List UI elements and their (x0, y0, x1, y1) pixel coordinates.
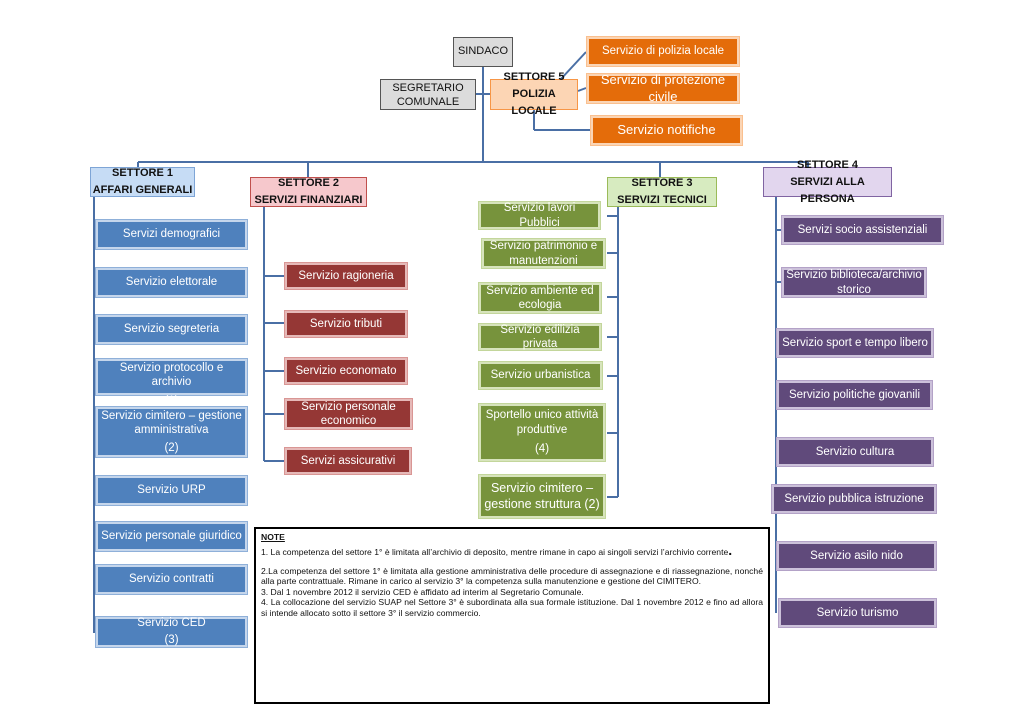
settore1-service: Servizio cimitero – gestione amministrat… (95, 406, 248, 458)
sindaco-label: SINDACO (457, 45, 509, 58)
settore1-service: Servizio segreteria (95, 314, 248, 345)
settore5-service: Servizio di protezione civile (586, 72, 740, 104)
service-label: Servizio urbanistica (490, 369, 591, 382)
settore4-service: Servizio asilo nido (776, 541, 937, 571)
settore3-service: Servizio patrimonio e manutenzioni (481, 238, 606, 269)
notes-box: NOTE 1. La competenza del settore 1° è l… (254, 527, 770, 704)
service-label: Servizio CED (137, 617, 206, 629)
settore4-label-line1: SETTORE 4 (797, 158, 858, 171)
settore2-label-line1: SETTORE 2 (278, 177, 339, 189)
settore3-service: Servizio ambiente ed ecologia (478, 282, 602, 314)
service-label: Servizio personale giuridico (101, 530, 242, 543)
settore2-service: Servizio economato (284, 357, 408, 385)
service-note-ref: (4) (534, 443, 550, 456)
settore4-label-line2: SERVIZI ALLA PERSONA (790, 175, 865, 205)
settore1-label-line2: AFFARI GENERALI (92, 184, 193, 196)
service-label: Servizi socio assistenziali (797, 223, 928, 236)
notes-title: NOTE (261, 532, 285, 542)
service-note-ref: (3) (164, 634, 179, 646)
service-label: Servizio lavori Pubblici (503, 202, 576, 229)
service-label: Servizio di polizia locale (601, 45, 725, 58)
settore1-service: Servizio personale giuridico (95, 521, 248, 552)
sindaco-box: SINDACO (453, 37, 513, 67)
service-label: Servizio protocollo e archivio (119, 362, 224, 389)
settore3-service: Servizio edilizia privata (478, 323, 602, 351)
service-label: Servizio sport e tempo libero (782, 336, 928, 349)
service-label: Sportello unico attività produttive (485, 409, 599, 436)
settore5-service: Servizio notifiche (590, 115, 743, 146)
settore4-service: Servizi socio assistenziali (781, 215, 944, 245)
settore1-service: Servizio elettorale (95, 267, 248, 298)
settore2-service: Servizio personale economico (284, 398, 413, 430)
settore3-service: Servizio cimitero – gestione struttura (… (478, 474, 606, 519)
settore1-service: Servizio URP (95, 475, 248, 506)
settore3-service: Sportello unico attività produttive (4) (478, 403, 606, 462)
settore1-header: SETTORE 1 AFFARI GENERALI (90, 167, 195, 197)
service-label: Servizio tributi (309, 317, 383, 330)
settore5-header: SETTORE 5 POLIZIA LOCALE (490, 71, 578, 117)
settore1-service: Servizio CED (3) (95, 616, 248, 648)
segretario-box: SEGRETARIO COMUNALE (380, 79, 476, 110)
service-label: Servizio pubblica istruzione (784, 492, 924, 505)
service-label: Servizio di protezione civile (600, 72, 726, 104)
service-label: Servizio elettorale (125, 276, 218, 289)
settore4-service: Servizio politiche giovanili (776, 380, 933, 410)
note-1-end: . (728, 542, 733, 559)
settore2-header: SETTORE 2 SERVIZI FINANZIARI (250, 177, 367, 207)
settore4-header: SETTORE 4 SERVIZI ALLA PERSONA (763, 159, 892, 205)
settore2-service: Servizi assicurativi (284, 447, 412, 475)
service-label: Servizio ambiente ed ecologia (486, 284, 594, 311)
settore1-service: Servizio protocollo e archivio (1) (95, 358, 248, 407)
service-label: Servizio edilizia privata (500, 323, 580, 350)
segretario-label-line2: COMUNALE (396, 95, 460, 108)
segretario-label-line1: SEGRETARIO (392, 81, 464, 94)
settore1-service: Servizio contratti (95, 564, 248, 595)
settore3-service: Servizio urbanistica (478, 361, 603, 390)
service-label: Servizio cimitero – gestione struttura (… (484, 480, 600, 511)
settore3-label-line2: SERVIZI TECNICI (617, 194, 707, 206)
settore2-service: Servizio ragioneria (284, 262, 408, 290)
settore3-header: SETTORE 3 SERVIZI TECNICI (607, 177, 717, 207)
service-label: Servizio cimitero – gestione amministrat… (101, 410, 242, 437)
settore4-service: Servizio biblioteca/archivio storico (781, 267, 927, 298)
service-note-ref: (1) (164, 394, 179, 407)
settore2-service: Servizio tributi (284, 310, 408, 338)
settore5-service: Servizio di polizia locale (586, 36, 740, 67)
service-note-ref: (2) (164, 441, 179, 454)
service-label: Servizio politiche giovanili (788, 388, 921, 401)
settore3-service: Servizio lavori Pubblici (478, 201, 601, 230)
service-label: Servizio segreteria (123, 323, 220, 336)
settore1-service: Servizi demografici (95, 219, 248, 250)
note-3: 3. Dal 1 novembre 2012 il servizio CED è… (261, 586, 584, 597)
service-label: Servizio patrimonio e manutenzioni (489, 240, 598, 267)
settore1-label-line1: SETTORE 1 (112, 167, 173, 179)
service-label: Servizio ragioneria (298, 269, 394, 282)
settore4-service: Servizio pubblica istruzione (771, 484, 937, 514)
service-label: Servizi demografici (122, 228, 221, 241)
service-label: Servizio notifiche (617, 122, 716, 138)
settore5-label-line2: POLIZIA LOCALE (511, 88, 557, 117)
note-2: 2.La competenza del settore 1° è limitat… (261, 565, 763, 587)
service-label: Servizio cultura (815, 445, 895, 458)
settore5-label-line1: SETTORE 5 (503, 71, 565, 83)
note-4: 4. La collocazione del servizio SUAP nel… (261, 597, 763, 618)
settore4-service: Servizio cultura (776, 437, 934, 467)
service-label: Servizio asilo nido (810, 549, 903, 562)
settore4-service: Servizio sport e tempo libero (776, 328, 934, 358)
note-1-text: 1. La competenza del settore 1° è limita… (261, 547, 729, 558)
service-label: Servizio biblioteca/archivio storico (786, 269, 922, 296)
service-label: Servizio URP (137, 484, 206, 497)
service-label: Servizio contratti (128, 573, 214, 586)
note-1: 1. La competenza del settore 1° è limita… (261, 542, 763, 559)
service-label: Servizi assicurativi (300, 454, 396, 467)
service-label: Servizio personale economico (301, 400, 396, 427)
service-label: Servizio turismo (816, 606, 899, 619)
settore4-service: Servizio turismo (778, 598, 937, 628)
service-label: Servizio economato (295, 364, 397, 377)
settore2-label-line2: SERVIZI FINANZIARI (254, 194, 363, 206)
settore3-label-line1: SETTORE 3 (631, 177, 693, 189)
